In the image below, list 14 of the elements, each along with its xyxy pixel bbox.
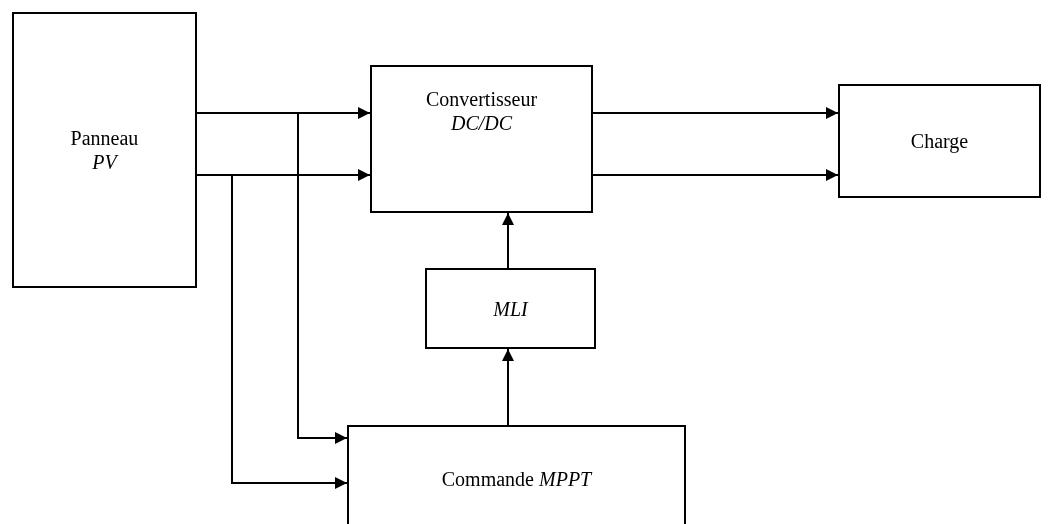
block-box <box>838 84 1041 198</box>
block-box <box>370 65 593 213</box>
block-box <box>12 12 197 288</box>
arrow <box>592 169 839 181</box>
arrow <box>592 107 839 119</box>
arrow <box>502 348 514 426</box>
block-box <box>425 268 596 349</box>
block-label: Panneau PV <box>69 126 140 174</box>
block-label: Charge <box>910 129 969 153</box>
block-label: Convertisseur DC/DC <box>424 87 539 135</box>
block-box <box>347 425 686 524</box>
block-label: MLI <box>493 296 528 321</box>
arrow <box>502 212 514 269</box>
block-label: Commande MPPT <box>441 467 592 491</box>
